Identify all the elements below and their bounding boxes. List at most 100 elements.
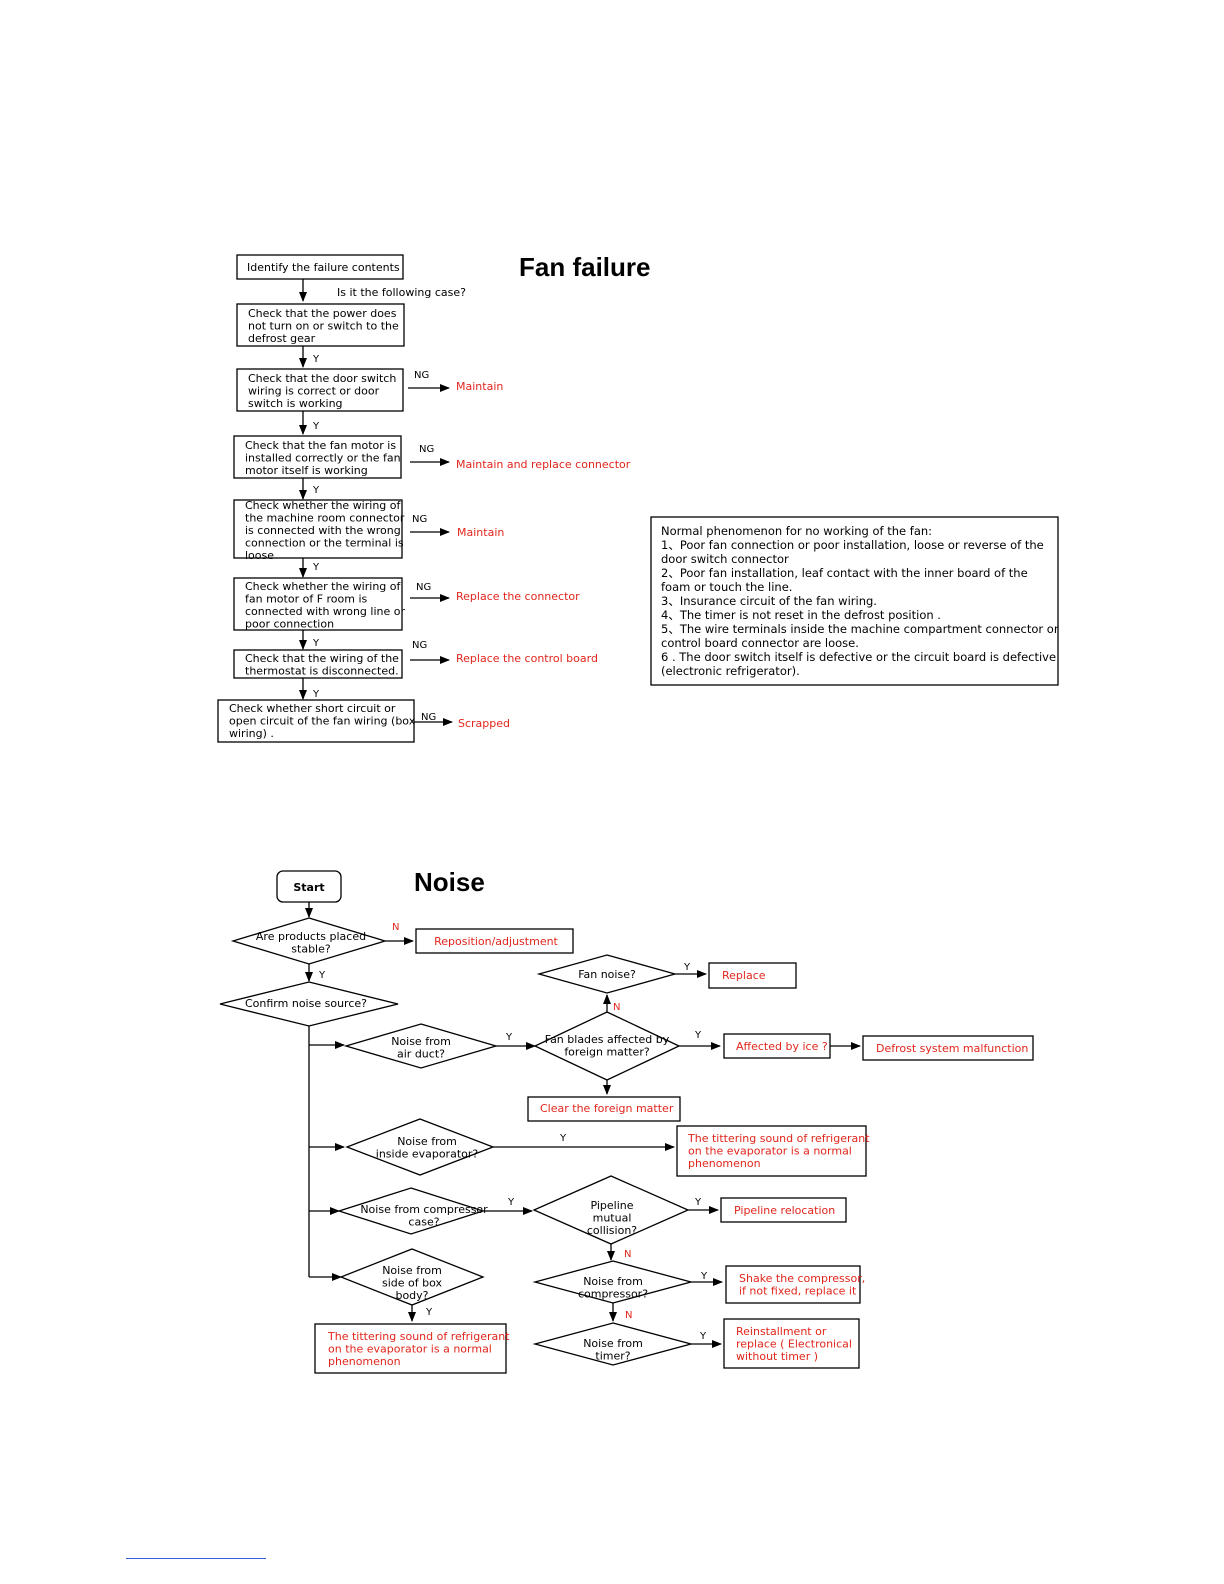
fan-box-machine-room-text-line: loose xyxy=(245,549,274,562)
fan-result-maintain-connector: Maintain and replace connector xyxy=(456,458,631,471)
fan-result-maintain-2: Maintain xyxy=(457,526,504,539)
noise-start xyxy=(276,870,342,903)
fan-note-text-line: 4、The timer is not reset in the defrost … xyxy=(661,608,941,622)
noise-diamond-blades xyxy=(533,1011,681,1081)
noise-fan-text: Fan noise? xyxy=(578,968,636,981)
noise-ice-text: Affected by ice ? xyxy=(736,1040,828,1053)
noise-title: Noise xyxy=(414,867,485,897)
fan-ng-label: NG xyxy=(414,370,429,381)
fan-box-machine-room-text-line: Check whether the wiring of xyxy=(245,499,402,512)
fan-box-machine-room xyxy=(233,499,403,559)
fan-question-line: Is it the following case? xyxy=(337,286,466,299)
noise-y-label: Y xyxy=(683,962,691,973)
fan-box-short-circuit-text-line: wiring) . xyxy=(229,727,274,740)
fan-box-f-room-text-line: poor connection xyxy=(245,618,334,631)
noise-blades-text-line: foreign matter? xyxy=(564,1046,650,1059)
noise-diamond-timer xyxy=(532,1322,694,1366)
noise-diamond-airduct xyxy=(343,1023,499,1069)
noise-side-text-line: body? xyxy=(395,1289,428,1302)
noise-y-label: Y xyxy=(559,1133,567,1144)
fan-result-scrapped-line: Scrapped xyxy=(458,717,510,730)
fan-yes-label-line: Y xyxy=(312,638,320,649)
noise-y-label-line: Y xyxy=(425,1307,433,1318)
fan-result-replace-board: Replace the control board xyxy=(456,652,598,665)
fan-note-text-line: 1、Poor fan connection or poor installati… xyxy=(661,538,1044,552)
noise-blades-text-line: Fan blades affected by xyxy=(545,1033,670,1046)
fan-yes-label-line: Y xyxy=(312,485,320,496)
fan-note-text-line: 2、Poor fan installation, leaf contact wi… xyxy=(661,566,1028,580)
noise-n-label: N xyxy=(392,922,399,933)
fan-ng-label: NG xyxy=(419,444,434,455)
noise-timer-text-line: timer? xyxy=(595,1350,630,1363)
noise-y-label: Y xyxy=(318,970,326,981)
fan-ng-label-line: NG xyxy=(412,640,427,651)
noise-reinstall-text-line: Reinstallment or xyxy=(736,1325,827,1338)
fan-note-text-line: 6 . The door switch itself is defective … xyxy=(661,650,1056,664)
noise-compressor-text-line: compressor? xyxy=(578,1288,648,1301)
noise-pipeline-text-line: collision? xyxy=(587,1224,637,1237)
fan-box-machine-room-text-line: the machine room connector xyxy=(245,512,405,525)
fan-yes-label: Y xyxy=(312,485,320,496)
fan-yes-label: Y xyxy=(312,562,320,573)
fan-note-text-line: control board connector are loose. xyxy=(661,636,859,650)
fan-box-short-circuit xyxy=(217,699,415,743)
noise-diamond-pipeline xyxy=(532,1175,690,1245)
noise-shake-text-line: Shake the compressor, xyxy=(739,1272,865,1285)
noise-box-reinstall xyxy=(723,1318,860,1369)
noise-reposition-text: Reposition/adjustment xyxy=(434,935,558,948)
noise-clear-text: Clear the foreign matter xyxy=(540,1102,674,1115)
noise-y-label: Y xyxy=(507,1197,515,1208)
noise-y-label-line: Y xyxy=(507,1197,515,1208)
noise-shake-text: Shake the compressor,if not fixed, repla… xyxy=(739,1272,865,1298)
noise-diamond-stable xyxy=(230,917,388,965)
noise-box-clear xyxy=(527,1096,681,1122)
noise-reinstall-text-line: without timer ) xyxy=(736,1350,818,1363)
fan-ng-label-line: NG xyxy=(414,370,429,381)
noise-evaporator-text-line: inside evaporator? xyxy=(376,1148,479,1161)
noise-y-label: Y xyxy=(425,1307,433,1318)
noise-y-label-line: Y xyxy=(318,970,326,981)
fan-ng-label-line: NG xyxy=(412,514,427,525)
fan-note-text-line: Normal phenomenon for no working of the … xyxy=(661,524,932,538)
noise-tittering-right-text-line: phenomenon xyxy=(688,1157,761,1170)
fan-result-maintain: Maintain xyxy=(456,380,503,393)
fan-ng-label: NG xyxy=(421,712,436,723)
noise-side-text-line: side of box xyxy=(382,1277,443,1290)
noise-n-label-line: N xyxy=(613,1002,620,1013)
noise-compressor-text-line: Noise from xyxy=(583,1275,643,1288)
noise-tittering-bottom-text-line: on the evaporator is a normal xyxy=(328,1343,492,1356)
fan-box-identify xyxy=(236,254,404,280)
noise-stable-text-line: Are products placed xyxy=(256,930,366,943)
noise-y-label: Y xyxy=(699,1331,707,1342)
noise-tittering-bottom-text-line: phenomenon xyxy=(328,1355,401,1368)
noise-y-label-line: Y xyxy=(694,1030,702,1041)
fan-box-motor xyxy=(233,435,402,479)
fan-result-replace-connector-line: Replace the connector xyxy=(456,590,580,603)
noise-start-text-line: Start xyxy=(293,881,324,894)
fan-box-motor-text-line: installed correctly or the fan xyxy=(245,452,401,465)
fan-box-identify-text: Identify the failure contents xyxy=(247,261,400,274)
noise-y-label-line: Y xyxy=(699,1331,707,1342)
noise-compressor-case-text-line: case? xyxy=(408,1216,439,1229)
fan-box-door-text-line: switch is working xyxy=(248,397,343,410)
fan-box-f-room-text-line: Check whether the wiring of xyxy=(245,580,402,593)
fan-result-scrapped: Scrapped xyxy=(458,717,510,730)
fan-ng-label-line: NG xyxy=(416,582,431,593)
noise-y-label: Y xyxy=(700,1271,708,1282)
noise-defrost-text: Defrost system malfunction xyxy=(876,1042,1028,1055)
fan-yes-label-line: Y xyxy=(312,421,320,432)
fan-ng-label: NG xyxy=(416,582,431,593)
noise-replace-text-line: Replace xyxy=(722,969,766,982)
noise-clear-text-line: Clear the foreign matter xyxy=(540,1102,674,1115)
fan-note-text-line: 5、The wire terminals inside the machine … xyxy=(661,622,1059,636)
